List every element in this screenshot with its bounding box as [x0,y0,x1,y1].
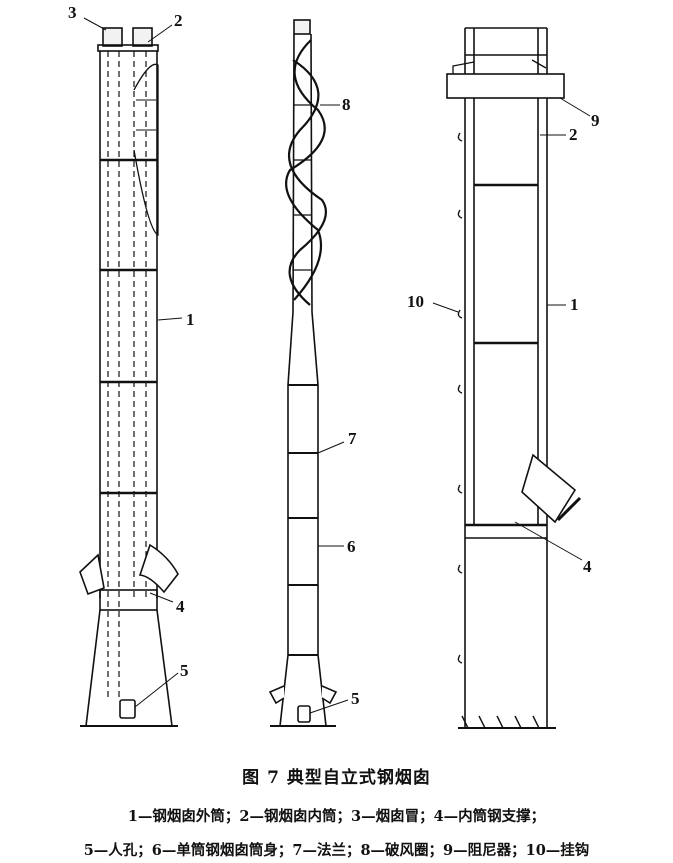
figure-title: 图 7 典型自立式钢烟囱 [242,768,431,788]
callout-2b: 2 [569,125,578,144]
top-ring [97,44,159,52]
hooks [457,132,463,664]
chimney-diagram: 3 2 1 4 5 8 7 6 5 9 2 10 1 4 [68,3,600,729]
callout-9: 9 [591,111,600,130]
callout-4b: 4 [583,557,592,576]
callout-10: 10 [407,292,424,311]
figure-legend-line-2: 5—人孔；6—单筒钢烟囱筒身；7—法兰；8—破风圈；9—阻尼器；10—挂钩 [83,842,590,859]
figure-legend-line-1: 1—钢烟囱外筒；2—钢烟囱内筒；3—烟囱冒；4—内筒钢支撑； [127,808,546,825]
callout-5: 5 [180,661,189,680]
chimney-cap-left [102,27,123,47]
helical-strakes [285,39,327,306]
callout-4: 4 [176,597,185,616]
callout-5b: 5 [351,689,360,708]
damper [446,73,565,99]
double-flue-chimney [79,17,183,727]
callout-1: 1 [186,310,195,329]
callout-labels: 3 2 1 4 5 8 7 6 5 9 2 10 1 4 [68,3,600,708]
callout-7: 7 [348,429,357,448]
callout-6: 6 [347,537,356,556]
chimney-cap-right [132,27,153,47]
manhole-left [119,699,136,719]
single-flue-chimney [268,19,349,727]
callout-3: 3 [68,3,77,22]
manhole-middle [297,705,311,723]
callout-8: 8 [342,95,351,114]
damped-chimney [432,27,591,729]
callout-2: 2 [174,11,183,30]
callout-1b: 1 [570,295,579,314]
